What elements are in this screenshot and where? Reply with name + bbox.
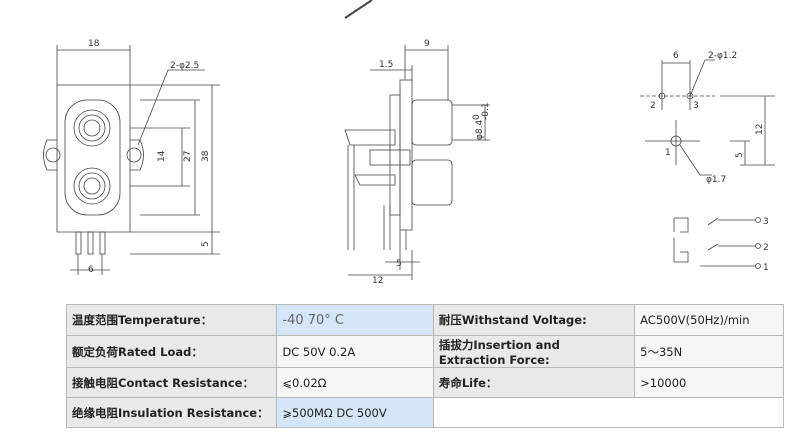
spec-row: 额定负荷Rated Load： DC 50V 0.2A 插拔力Insertion… [65, 335, 784, 368]
withstand-voltage-label: 耐压Withstand Voltage: [432, 304, 636, 336]
dim-38: 38 [201, 150, 211, 162]
life-value: >10000 [634, 367, 784, 398]
front-view [43, 45, 220, 275]
spec-table: 温度范围Temperature： -40 70° C 耐压Withstand V… [65, 304, 785, 428]
pcb-hole-1: φ1.7 [706, 175, 726, 185]
insulation-resistance-value: ⩾500MΩ DC 500V [276, 397, 434, 428]
pcb-holes: 2-φ1.2 [708, 51, 737, 61]
rated-load-label: 额定负荷Rated Load： [65, 335, 278, 368]
side-dim-5: 5 [396, 259, 402, 269]
side-tol-bot: -0.1 [481, 102, 491, 120]
temperature-label: 温度范围Temperature： [65, 304, 278, 336]
insulation-resistance-label: 绝缘电阻Insulation Resistance： [65, 397, 278, 428]
pcb-pin-3: 3 [693, 101, 699, 111]
empty-cell [432, 397, 785, 428]
spec-row: 温度范围Temperature： -40 70° C 耐压Withstand V… [65, 304, 784, 336]
tool-fragment [344, 0, 373, 19]
pcb-dim-5: 5 [735, 152, 745, 158]
side-dim-9: 9 [424, 39, 430, 49]
pcb-pin-2: 2 [650, 101, 656, 111]
side-dim-12: 12 [372, 276, 383, 286]
dim-6: 6 [88, 265, 94, 275]
pcb-layout [640, 59, 775, 176]
schem-3: 3 [763, 217, 769, 227]
schem-1: 1 [763, 263, 769, 273]
dim-14: 14 [157, 150, 167, 162]
spec-row: 接触电阻Contact Resistance： ⩽0.02Ω 寿命Life： >… [65, 367, 784, 398]
contact-resistance-label: 接触电阻Contact Resistance： [65, 367, 278, 398]
temperature-value: -40 70° C [276, 304, 434, 336]
dim-holes: 2-φ2.5 [170, 61, 199, 71]
schematic [673, 217, 761, 269]
side-tol-top: 0 [472, 114, 482, 120]
side-dim-dia: φ8.4 [475, 119, 485, 140]
schem-2: 2 [763, 243, 769, 253]
dim-5: 5 [201, 241, 211, 247]
life-label: 寿命Life： [432, 367, 636, 398]
technical-drawing: 18 2-φ2.5 14 27 38 5 6 9 1.5 φ8.4 0 -0.1… [43, 0, 775, 286]
spec-row: 绝缘电阻Insulation Resistance： ⩾500MΩ DC 500… [65, 397, 785, 428]
insertion-force-label: 插拔力Insertion and Extraction Force: [432, 335, 636, 368]
dim-27: 27 [183, 151, 193, 162]
insertion-force-value: 5～35N [634, 335, 784, 368]
pcb-dim-12: 12 [755, 124, 765, 135]
withstand-voltage-value: AC500V(50Hz)/min [634, 304, 784, 336]
dim-width: 18 [88, 39, 100, 49]
pcb-pin-1: 1 [665, 148, 671, 158]
drawing-canvas: 18 2-φ2.5 14 27 38 5 6 9 1.5 φ8.4 0 -0.1… [43, 0, 775, 286]
contact-resistance-value: ⩽0.02Ω [276, 367, 434, 398]
pcb-dim-6: 6 [673, 51, 679, 61]
rated-load-value: DC 50V 0.2A [276, 335, 434, 368]
side-dim-1-5: 1.5 [379, 60, 393, 70]
side-view [344, 45, 490, 280]
